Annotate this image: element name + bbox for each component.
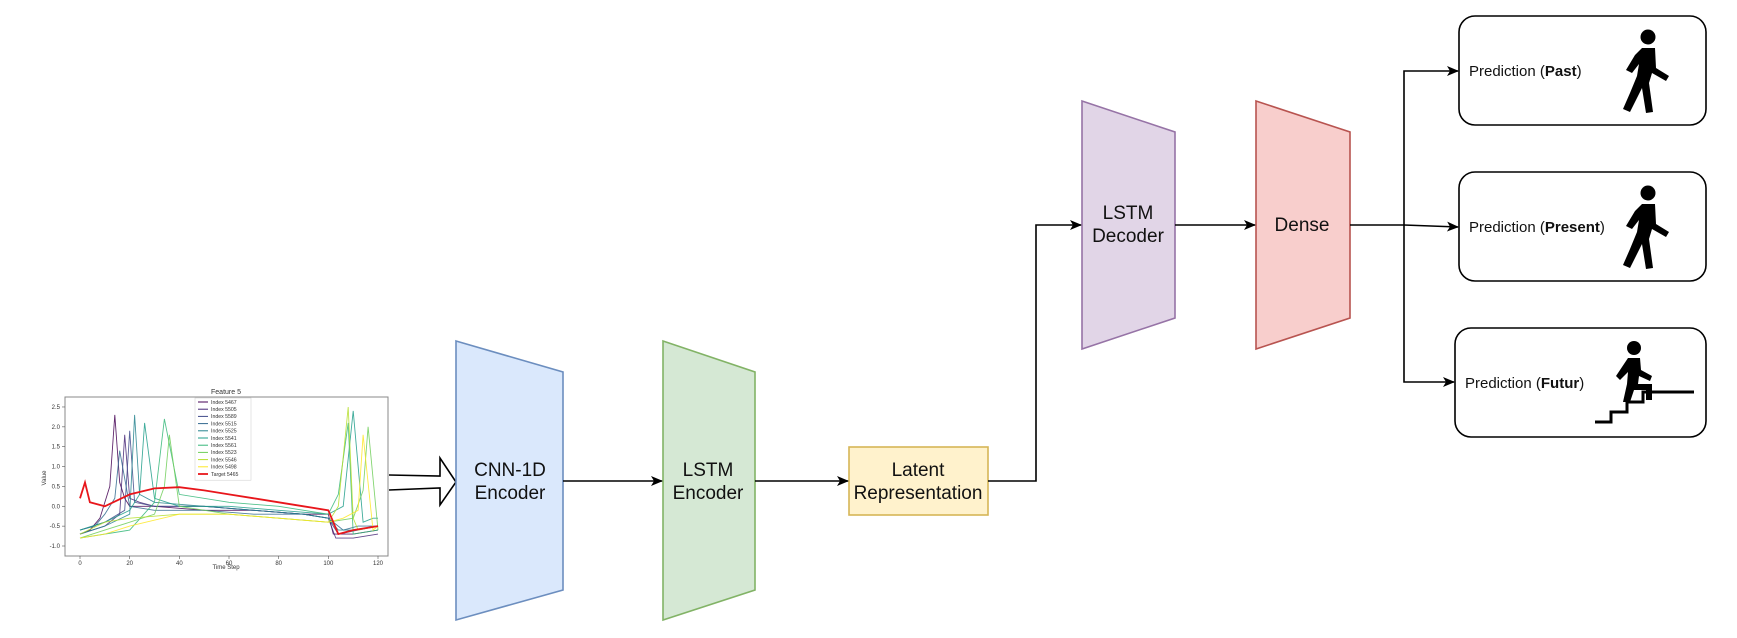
lstm-encoder-shape — [662, 339, 756, 622]
chart-legend-label: Index 5523 — [211, 450, 237, 456]
prediction-future-box — [1454, 327, 1707, 438]
chart-y-tick-label: -0.5 — [50, 524, 61, 530]
chart-legend-label: Index 5561 — [211, 443, 237, 449]
chart-legend-label: Index 5546 — [211, 457, 237, 463]
arrow-latent-to-decoder — [988, 220, 1082, 482]
prediction-future-label: Prediction (Futur) — [1465, 375, 1584, 392]
arrow-dense-to-past — [1350, 66, 1459, 226]
input-hollow-arrow — [388, 455, 457, 508]
chart-x-tick-label: 20 — [126, 561, 133, 567]
lstm-decoder-shape — [1081, 99, 1176, 351]
chart-x-axis-label: Time Step — [212, 565, 240, 571]
chart-x-tick-label: 0 — [78, 561, 82, 567]
chart-y-tick-label: 2.0 — [52, 425, 61, 431]
chart-legend-label: Index 5525 — [211, 429, 237, 435]
input-feature-chart: Feature 5 Time Step Value 0 20 40 60 80 100 12… — [42, 389, 389, 571]
stairs-climbing-icon — [1595, 341, 1694, 424]
prediction-past-label: Prediction (Past) — [1469, 63, 1582, 80]
chart-y-tick-label: 0.5 — [52, 484, 61, 490]
lstm-decoder-label-line2: Decoder — [1092, 226, 1164, 247]
walking-person-icon — [1623, 185, 1669, 269]
connectors — [563, 66, 1459, 486]
chart-legend-label: Target 5465 — [211, 472, 239, 478]
chart-legend-label: Index 5589 — [211, 414, 237, 420]
arrow-dense-to-present — [1403, 221, 1459, 232]
prediction-present: Prediction (Present) — [1458, 171, 1707, 282]
prediction-past: Prediction (Past) — [1458, 15, 1707, 126]
chart-x-tick-label: 100 — [323, 561, 334, 567]
dense-block: Dense — [1255, 99, 1351, 351]
lstm-encoder-label-line2: Encoder — [673, 483, 744, 504]
chart-ticks: 0 20 40 60 80 100 120 2.5 2.0 1.5 1.0 0.5 0.0 -0.5 -1.… — [50, 405, 384, 567]
arrow-dense-to-future — [1403, 225, 1455, 387]
latent-representation-shape — [848, 446, 989, 516]
dense-shape — [1255, 99, 1351, 351]
chart-x-tick-label: 60 — [226, 561, 233, 567]
chart-y-tick-label: 0.0 — [52, 504, 61, 510]
chart-legend-label: Index 5515 — [211, 421, 237, 427]
prediction-future: Prediction (Futur) — [1454, 327, 1707, 438]
chart-series-line — [79, 434, 379, 539]
lstm-decoder-block: LSTM Decoder — [1081, 99, 1176, 351]
chart-legend-label: Index 5467 — [211, 400, 237, 406]
prediction-present-label: Prediction (Present) — [1469, 219, 1605, 236]
cnn-encoder-shape — [455, 339, 564, 622]
chart-legend-label: Index 5541 — [211, 436, 237, 442]
chart-series-lines — [79, 406, 379, 539]
chart-y-tick-label: 2.5 — [52, 405, 61, 411]
chart-x-tick-label: 120 — [373, 561, 384, 567]
chart-y-tick-label: 1.0 — [52, 465, 61, 471]
chart-y-tick-label: 1.5 — [52, 445, 61, 451]
dense-label: Dense — [1275, 215, 1330, 236]
chart-title: Feature 5 — [211, 389, 241, 396]
chart-series-line — [79, 479, 379, 536]
chart-legend-label: Index 5505 — [211, 407, 237, 413]
chart-x-tick-label: 40 — [176, 561, 183, 567]
lstm-decoder-label-line1: LSTM — [1103, 203, 1154, 224]
latent-label-line2: Representation — [854, 483, 983, 504]
latent-label-line1: Latent — [892, 460, 946, 481]
chart-series-line — [79, 450, 378, 531]
lstm-encoder-label-line1: LSTM — [683, 460, 734, 481]
lstm-encoder-block: LSTM Encoder — [662, 339, 756, 622]
walking-person-icon — [1623, 29, 1669, 113]
cnn-encoder-block: CNN-1D Encoder — [455, 339, 564, 622]
chart-y-tick-label: -1.0 — [50, 544, 61, 550]
chart-legend-label: Index 5498 — [211, 465, 237, 471]
latent-representation-block: Latent Representation — [848, 446, 989, 516]
chart-y-axis-label: Value — [42, 470, 48, 486]
chart-series-line — [79, 418, 379, 539]
cnn-encoder-label-line2: Encoder — [475, 483, 546, 504]
chart-x-tick-label: 80 — [275, 561, 282, 567]
chart-series-line — [79, 426, 379, 539]
cnn-encoder-label-line1: CNN-1D — [474, 460, 546, 481]
